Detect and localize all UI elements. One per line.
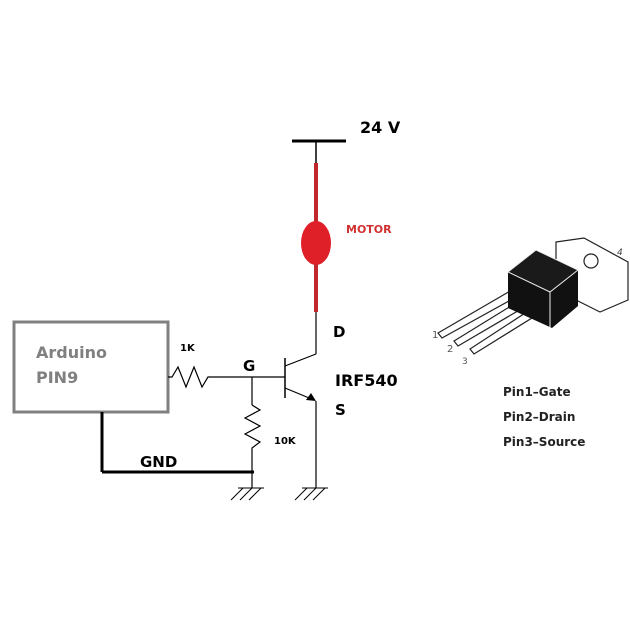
drain-label: D — [333, 323, 345, 341]
ground-symbol-2 — [294, 487, 328, 501]
gnd-label: GND — [140, 453, 177, 471]
to220-package-image: 4 1 2 3 — [432, 237, 629, 367]
pinout-source: Pin3–Source — [503, 435, 585, 449]
pin-number-3: 3 — [462, 357, 468, 367]
ground-symbol-1 — [230, 487, 264, 501]
gate-label: G — [243, 357, 255, 375]
pinout-gate: Pin1–Gate — [503, 385, 571, 399]
transistor-drain-leg — [284, 353, 317, 367]
pulldown-resistor-label: 10K — [274, 436, 297, 447]
pulldown-resistor — [243, 404, 262, 472]
gate-resistor-label: 1K — [180, 343, 196, 354]
package-mounting-hole — [583, 253, 599, 269]
pin-number-2: 2 — [447, 344, 453, 355]
pinout-drain: Pin2–Drain — [503, 410, 575, 424]
motor-label: MOTOR — [346, 223, 392, 236]
arduino-label-line2: PIN9 — [36, 368, 78, 387]
transistor-label: IRF540 — [335, 371, 398, 390]
supply-label: 24 V — [360, 118, 401, 137]
source-label: S — [335, 401, 346, 419]
gate-resistor — [168, 365, 222, 389]
arduino-label-line1: Arduino — [36, 343, 107, 362]
transistor-arrow — [306, 393, 316, 401]
tab-number: 4 — [617, 248, 623, 258]
arduino-box — [12, 320, 170, 414]
motor-symbol — [301, 221, 331, 265]
pin-number-1: 1 — [432, 330, 438, 341]
